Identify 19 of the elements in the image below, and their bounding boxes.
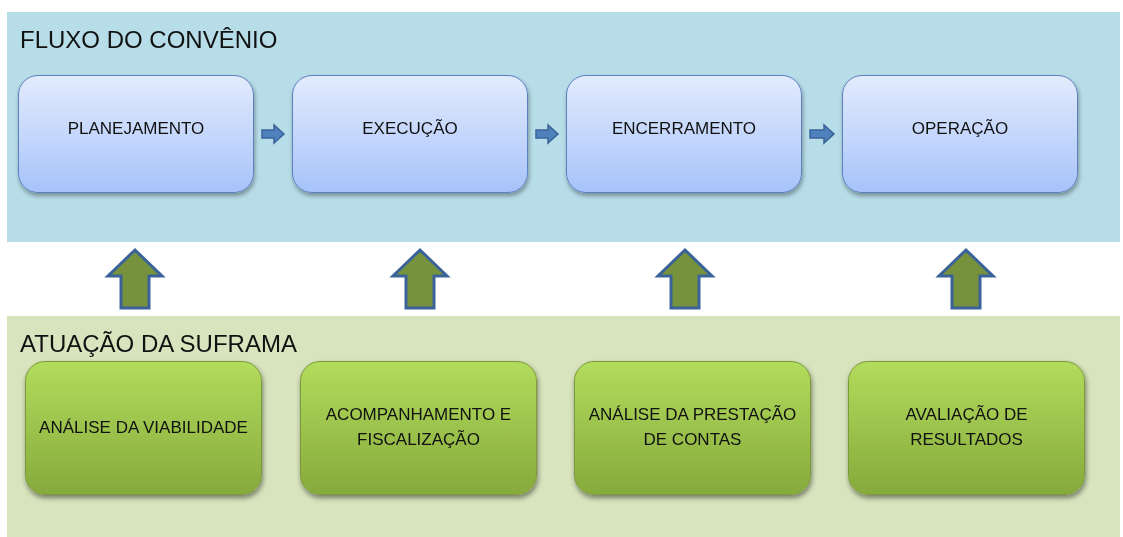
stage-box: EXECUÇÃO xyxy=(292,75,528,193)
stage-box: ENCERRAMENTO xyxy=(566,75,802,193)
section-heading: ATUAÇÃO DA SUFRAMA xyxy=(20,330,297,358)
activity-box: ANÁLISE DA VIABILIDADE xyxy=(25,361,262,495)
arrow xyxy=(535,123,560,145)
flow-band xyxy=(7,12,1120,242)
activity-box: ACOMPANHAMENTO E FISCALIZAÇÃO xyxy=(300,361,537,495)
arrow xyxy=(261,123,286,145)
block-arrow xyxy=(654,247,716,310)
activity-box: ANÁLISE DA PRESTAÇÃO DE CONTAS xyxy=(574,361,811,495)
block-arrow xyxy=(935,247,997,310)
stage-box: OPERAÇÃO xyxy=(842,75,1078,193)
stage-box: PLANEJAMENTO xyxy=(18,75,254,193)
block-arrow xyxy=(104,247,166,310)
activity-box: AVALIAÇÃO DE RESULTADOS xyxy=(848,361,1085,495)
activity-band xyxy=(7,316,1120,537)
block-arrow xyxy=(389,247,451,310)
arrow xyxy=(809,123,836,145)
section-heading: FLUXO DO CONVÊNIO xyxy=(20,26,278,54)
